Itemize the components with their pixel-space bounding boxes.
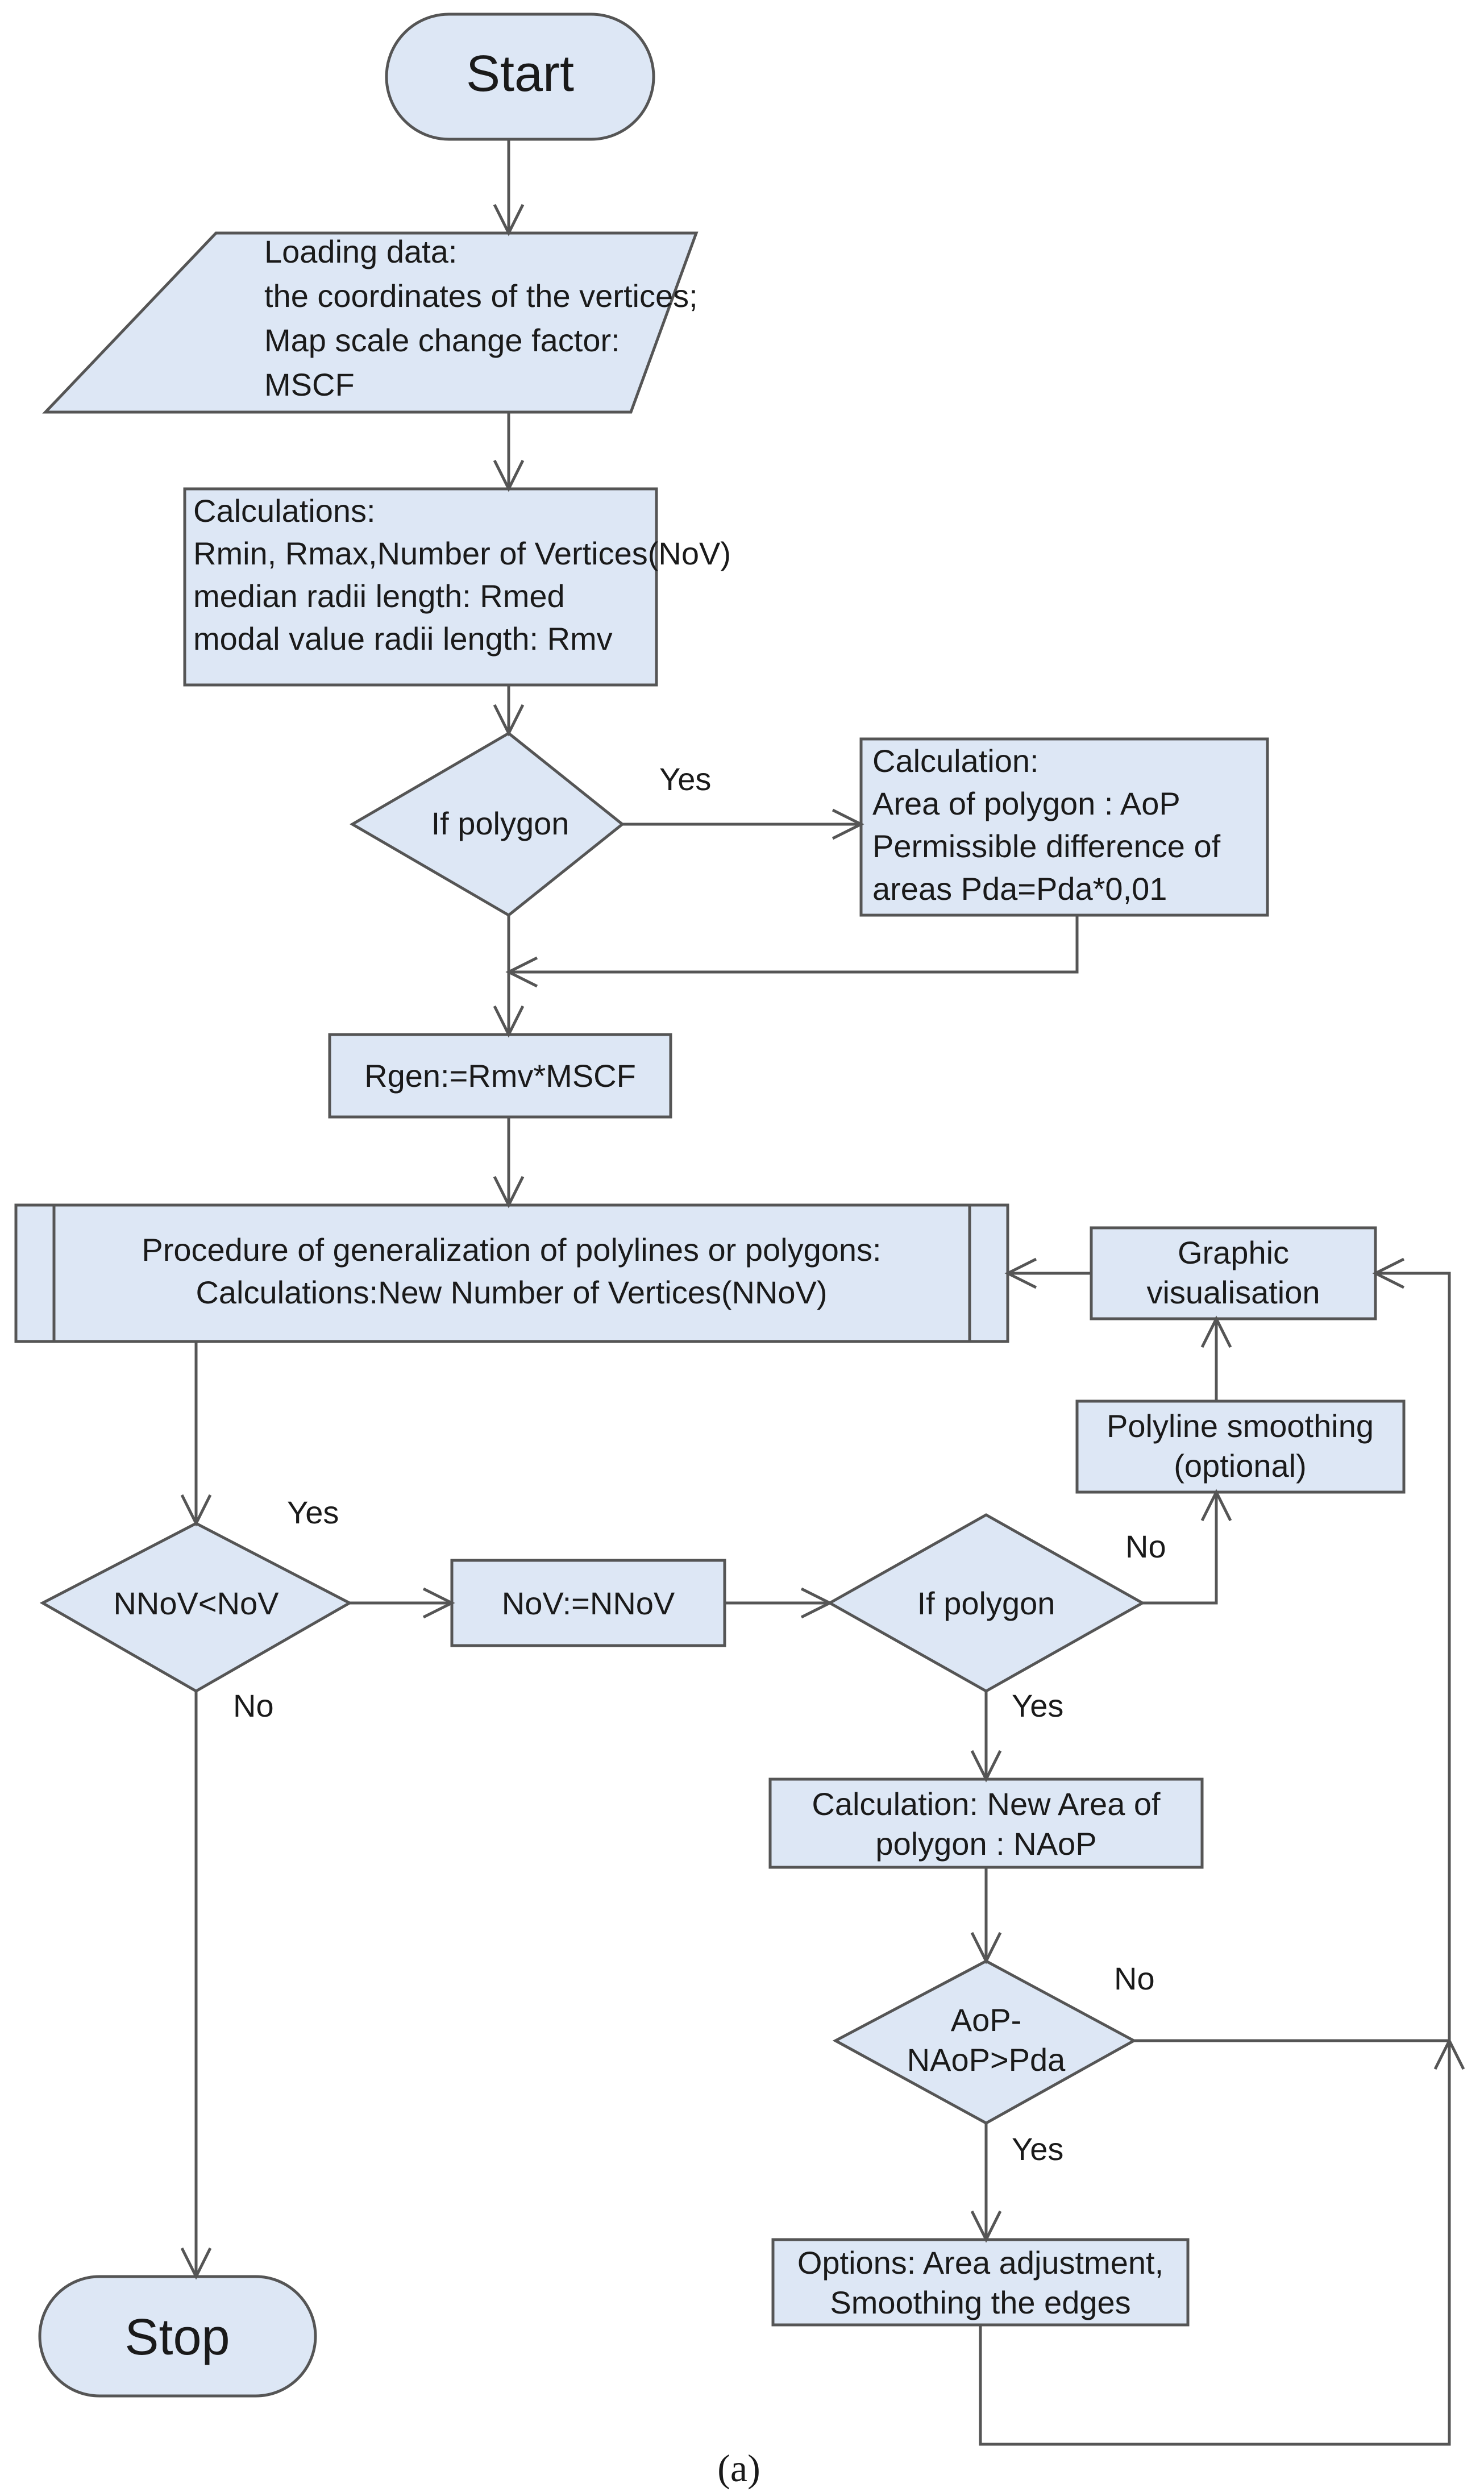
node-nov-assign: NoV:=NNoV [450,1559,726,1647]
node-calc-new-area: Calculation: New Area of polygon : NAoP [768,1777,1204,1869]
label-nnov-yes: Yes [287,1494,339,1530]
node-start-label: Start [466,45,574,102]
connector-smoothing-to-graphic [1200,1315,1232,1401]
calculations-line-2: Rmin, Rmax,Number of Vertices(NoV) [193,535,731,571]
calc-new-area-line-2: polygon : NAoP [875,1826,1096,1862]
node-calc-area: Calculation: Area of polygon : AoP Permi… [859,737,1269,917]
connector-if-polygon-yes-to-calc-new-area [970,1691,1002,1783]
connector-calc-area-merge [505,915,1079,988]
connector-if-polygon-no-to-smoothing [1142,1489,1232,1605]
area-diff-line-2: NAoP>Pda [907,2042,1066,2078]
label-area-diff-no: No [1114,1961,1155,1996]
nnov-lt-nov-label: NNoV<NoV [113,1585,279,1621]
calc-new-area-line-1: Calculation: New Area of [812,1786,1161,1822]
options-line-2: Smoothing the edges [830,2285,1130,2320]
connector-graphic-to-procedure [1004,1257,1091,1289]
node-stop-label: Stop [124,2309,230,2366]
figure-caption: (a) [717,2447,760,2490]
label-if-polygon-1-yes: Yes [659,761,711,797]
procedure-line-2: Calculations:New Number of Vertices(NNoV… [196,1274,827,1310]
connector-if-polygon-to-rgen [493,915,525,1038]
loading-line-4: MSCF [264,367,355,402]
if-polygon-2-label: If polygon [917,1585,1055,1621]
node-if-polygon-2: If polygon [826,1513,1146,1693]
node-procedure: Procedure of generalization of polylines… [14,1203,1009,1343]
node-options: Options: Area adjustment, Smoothing the … [771,2238,1190,2327]
connector-nnov-no-to-stop [180,1691,212,2280]
connector-area-diff-yes-to-options [970,2123,1002,2243]
options-line-1: Options: Area adjustment, [797,2245,1163,2281]
graphic-visualisation-line-1: Graphic [1178,1235,1289,1270]
node-polyline-smoothing: Polyline smoothing (optional) [1075,1399,1406,1494]
graphic-visualisation-line-2: visualisation [1146,1274,1320,1310]
node-area-diff: AoP- NAoP>Pda [832,1959,1137,2125]
calc-area-line-2: Area of polygon : AoP [872,786,1180,821]
node-graphic-visualisation: Graphic visualisation [1090,1226,1377,1320]
connector-loading-to-calculations [493,412,525,492]
procedure-line-1: Procedure of generalization of polylines… [142,1232,881,1268]
calc-area-line-1: Calculation: [872,743,1039,779]
connector-start-to-loading [493,139,525,236]
label-if-polygon-2-yes: Yes [1012,1688,1063,1723]
connector-area-diff-no-to-loop [1134,2037,1465,2070]
node-if-polygon-1: If polygon [350,731,625,917]
label-nnov-no: No [233,1688,274,1723]
label-if-polygon-2-no: No [1125,1529,1166,1564]
connector-nnov-yes-to-nov-assign [350,1587,455,1619]
calc-area-line-3: Permissible difference of [872,828,1221,864]
nov-assign-label: NoV:=NNoV [502,1585,675,1621]
node-nnov-lt-nov: NNoV<NoV [39,1522,353,1693]
label-area-diff-yes: Yes [1012,2131,1063,2167]
connector-nov-assign-to-if-polygon [725,1587,833,1619]
calc-area-line-4: areas Pda=Pda*0,01 [872,871,1167,907]
node-start: Start [385,13,655,141]
loading-line-2: the coordinates of the vertices; [264,278,698,314]
node-stop: Stop [38,2275,317,2398]
connector-calc-new-area-to-area-diff [970,1867,1002,1964]
if-polygon-1-label: If polygon [431,805,570,841]
connector-rgen-to-procedure [493,1117,525,1208]
node-loading-data: Loading data: the coordinates of the ver… [42,231,699,414]
calculations-line-3: median radii length: Rmed [193,578,565,614]
connector-if-polygon-yes-to-calc-area [622,808,864,840]
node-rgen: Rgen:=Rmv*MSCF [328,1033,672,1119]
connector-calculations-to-if-polygon [493,685,525,737]
connector-procedure-to-nnov [180,1341,212,1527]
calculations-line-1: Calculations: [193,493,376,529]
node-calculations: Calculations: Rmin, Rmax,Number of Verti… [183,487,731,687]
polyline-smoothing-line-1: Polyline smoothing [1107,1408,1374,1444]
area-diff-line-1: AoP- [951,2002,1022,2038]
rgen-label: Rgen:=Rmv*MSCF [364,1058,636,1094]
loading-line-3: Map scale change factor: [264,322,620,358]
connector-options-loop-to-graphic [979,1257,1451,2446]
loading-line-1: Loading data: [264,234,457,269]
calculations-line-4: modal value radii length: Rmv [193,621,613,657]
polyline-smoothing-line-2: (optional) [1174,1448,1306,1484]
